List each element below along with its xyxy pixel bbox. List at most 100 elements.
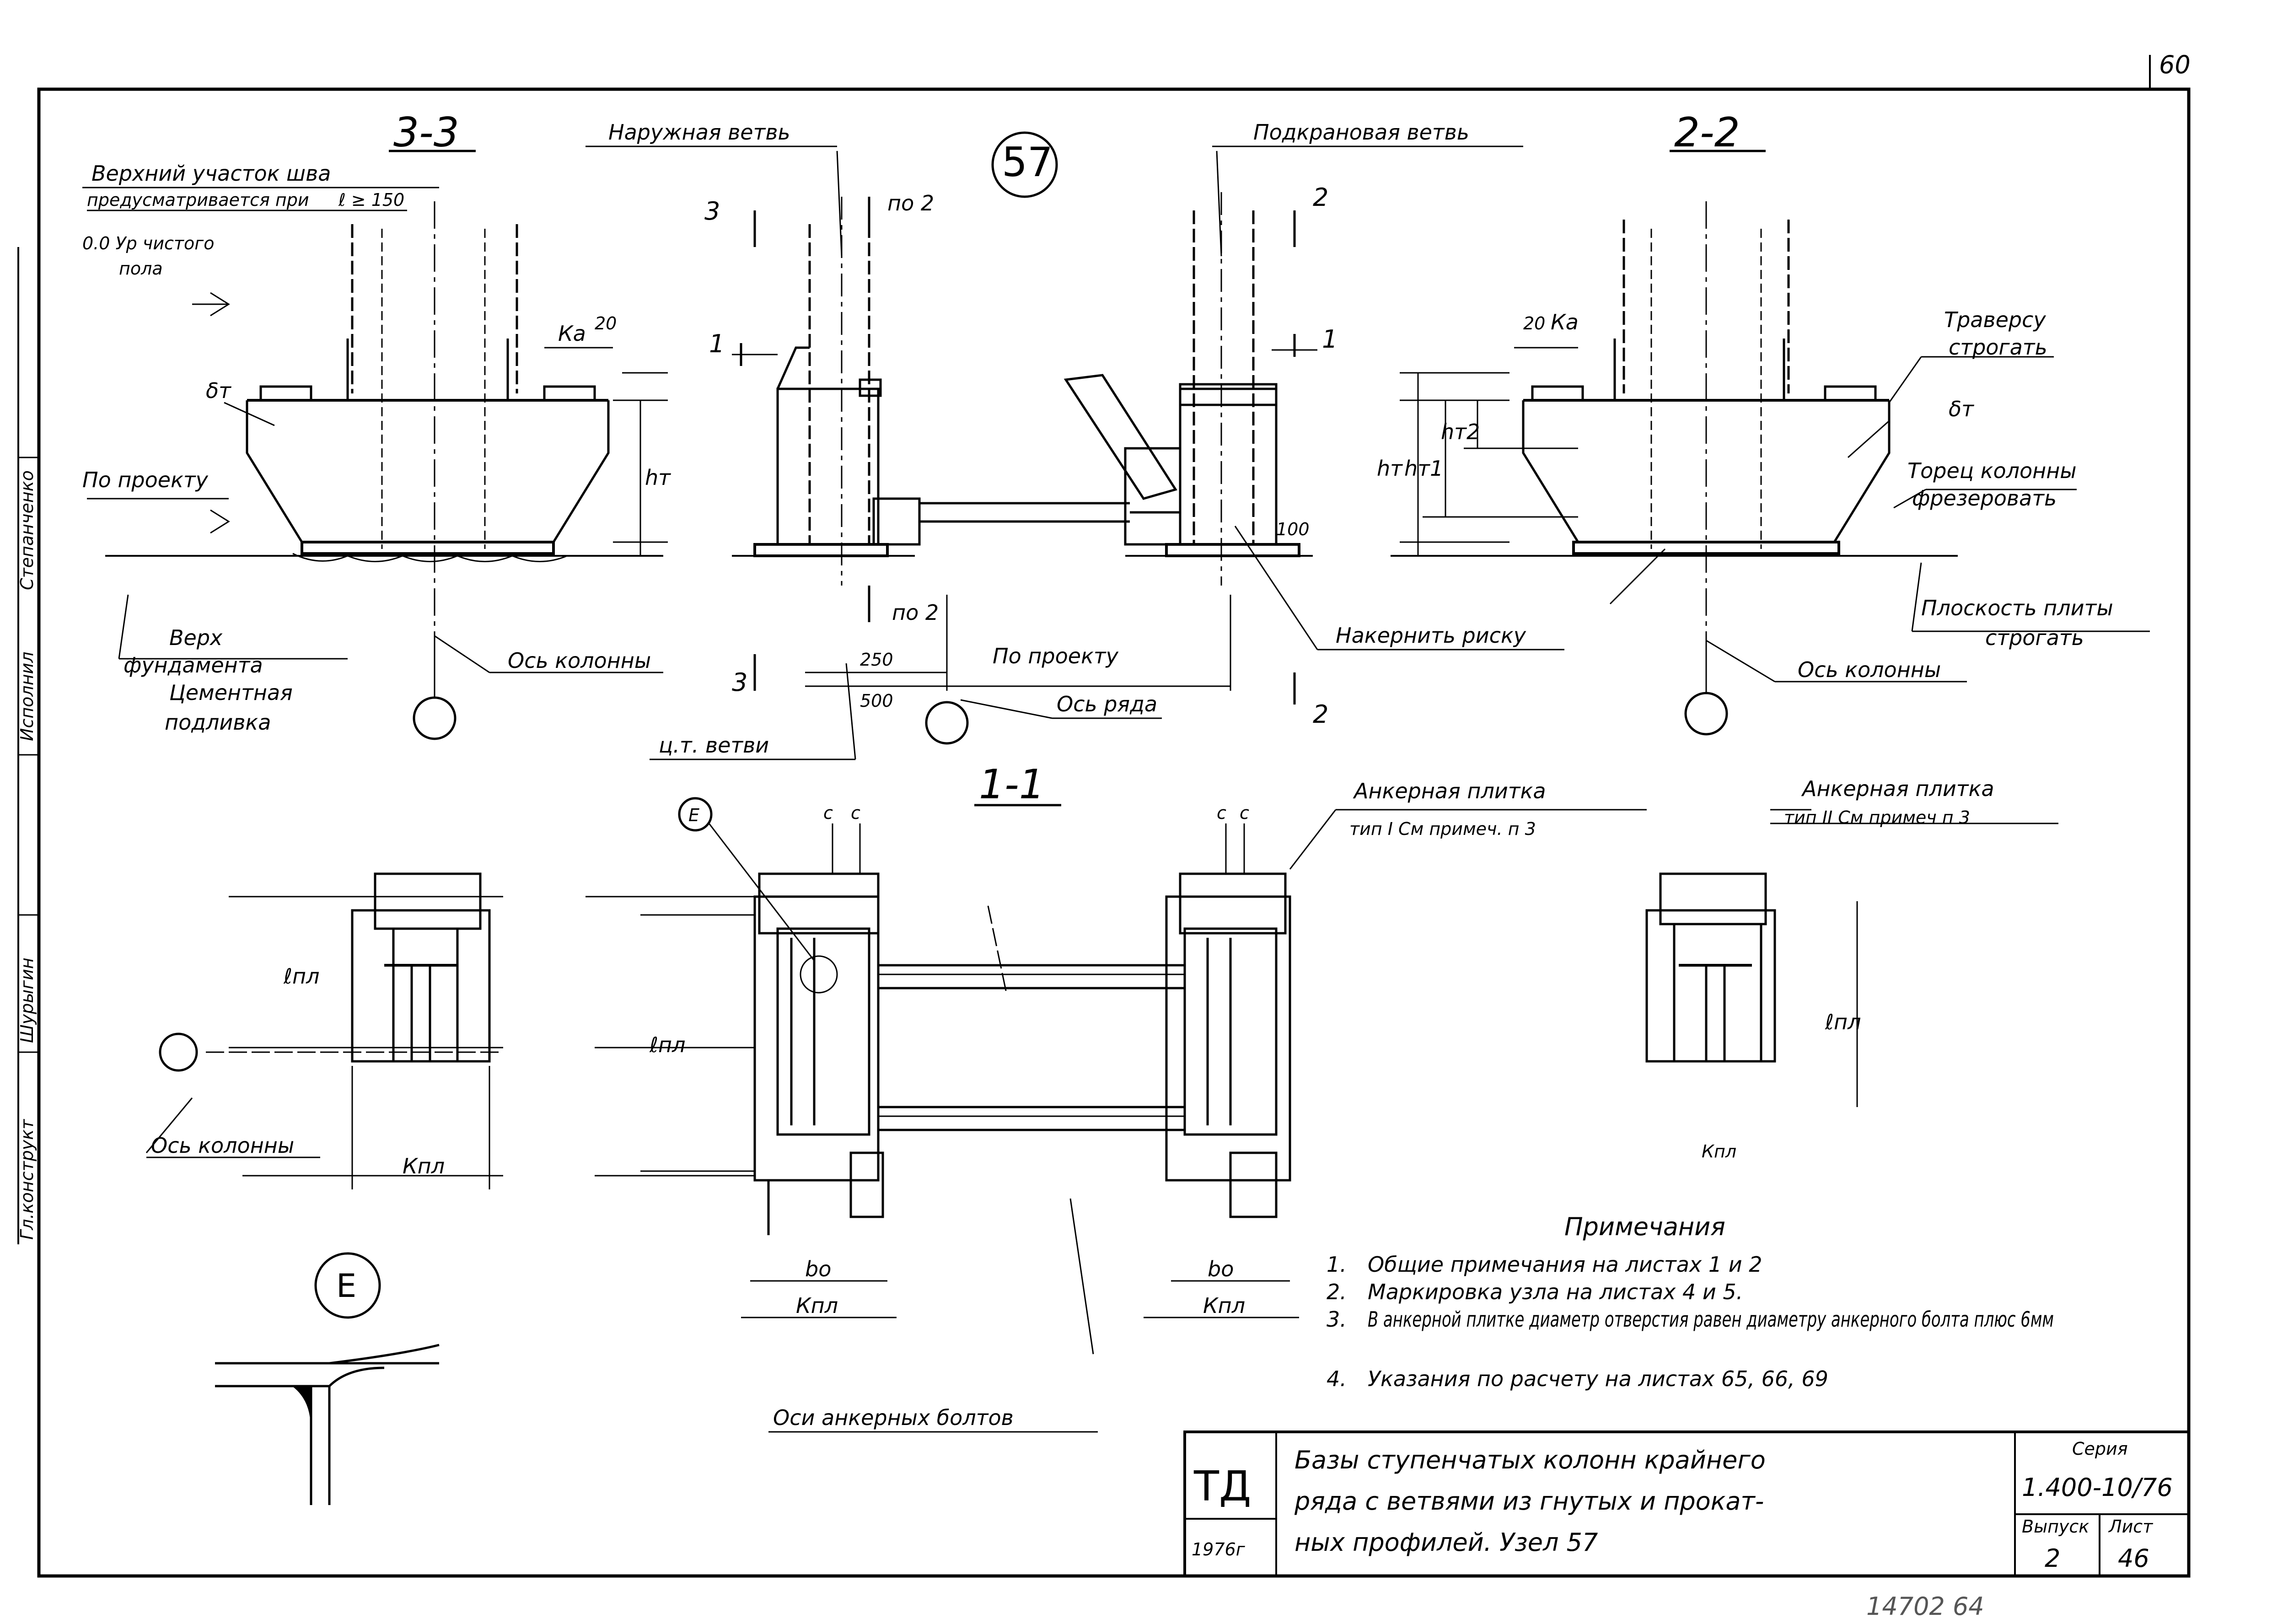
c-dims-3: c	[1217, 803, 1226, 823]
tb-title-1: Базы ступенчатых колонн крайнего	[1295, 1446, 1766, 1474]
stamp-name-1: Шурыгин	[17, 957, 37, 1043]
c-dims-1: c	[823, 803, 833, 823]
punch-mark-label: Накернить риску	[1336, 623, 1526, 648]
anchor-axes-label: Оси анкерных болтов	[773, 1405, 1014, 1430]
note-3: В анкерной плитке диаметр отверстия раве…	[1368, 1307, 2054, 1332]
note-4-num: 4.	[1327, 1366, 1347, 1391]
bo-c1: bо	[805, 1257, 831, 1281]
notes-title: Примечания	[1564, 1212, 1725, 1241]
c-dims-2: c	[851, 803, 860, 823]
page-number: 60	[2159, 50, 2191, 79]
tb-issue-label: Выпуск	[2022, 1516, 2089, 1537]
column-axis-2: Ось колонны	[1798, 657, 1941, 682]
sec1-marker-right: 1	[1322, 325, 1338, 354]
section-2-2	[1391, 150, 2150, 736]
crane-branch-label: Подкрановая ветвь	[1253, 120, 1469, 145]
note-1: Общие примечания на листах 1 и 2	[1368, 1252, 1762, 1277]
foundation-top-2: фундамента	[124, 653, 263, 678]
sec3-marker-top: 3	[704, 197, 720, 226]
detail-E-label: E	[336, 1267, 356, 1305]
ht-left: hт	[645, 465, 671, 490]
tb-title-2: ряда с ветвями из гнутых и прокат-	[1294, 1487, 1764, 1516]
tb-series: 1.400-10/76	[2022, 1473, 2173, 1502]
sheet-frame	[37, 87, 2191, 1578]
tb-sheet-label: Лист	[2108, 1516, 2154, 1537]
ht-right: hт	[1377, 456, 1403, 481]
by-project-left: По проекту	[82, 468, 209, 492]
column-axis-3: Ось колонны	[151, 1133, 294, 1158]
Kpl-c2: Кпл	[1203, 1293, 1245, 1318]
node-number: 57	[1002, 139, 1053, 186]
note-4: Указания по расчету на листах 65, 66, 69	[1368, 1366, 1828, 1391]
top-seam-label-2: предусматривается при	[87, 190, 309, 210]
po2-top: по 2	[887, 191, 934, 215]
section-1-1	[145, 797, 2058, 1433]
tb-sheet: 46	[2118, 1544, 2149, 1573]
Kpl-right: Кпл	[1702, 1141, 1736, 1162]
tb-title-3: ных профилей. Узел 57	[1295, 1528, 1598, 1557]
sec3-marker-bottom: 3	[732, 668, 747, 697]
bo-c2: bо	[1208, 1257, 1234, 1281]
node-circle	[991, 131, 1058, 198]
ht1-right: hт1	[1404, 456, 1443, 481]
anchor-type-1: тип I См примеч. п 3	[1349, 819, 1536, 839]
note-1-num: 1.	[1327, 1252, 1347, 1277]
td-mark: ТД	[1193, 1463, 1251, 1511]
sec2-marker-top: 2	[1313, 183, 1328, 212]
branch-cg-label: ц.т. ветви	[659, 733, 769, 758]
plate-plane-1: Плоскость плиты	[1921, 596, 2113, 620]
section-1-1-title: 1-1	[979, 761, 1045, 808]
lpl-left: ℓпл	[283, 964, 319, 989]
Kpl-left: Кпл	[403, 1154, 445, 1178]
c-dims-4: c	[1240, 803, 1249, 823]
column-end-1: Торец колонны	[1907, 458, 2077, 483]
cement-1: Цементная	[169, 680, 293, 705]
elevation-node-57	[586, 131, 1564, 760]
dim-250: 250	[860, 650, 893, 670]
column-axis-1: Ось колонны	[508, 648, 651, 673]
lpl-center: ℓпл	[649, 1032, 685, 1057]
traverse-2: строгать	[1949, 335, 2047, 360]
E-ref-label: E	[688, 805, 699, 825]
note-2: Маркировка узла на листах 4 и 5.	[1368, 1280, 1743, 1304]
po2-bottom: по 2	[892, 600, 939, 625]
sec2-marker-bottom: 2	[1313, 700, 1328, 729]
outer-branch-label: Наружная ветвь	[608, 120, 790, 145]
section-2-2-title: 2-2	[1674, 109, 1740, 156]
Ka-left: Ка	[558, 321, 586, 346]
dt-left: δт	[206, 378, 231, 403]
tb-series-label: Серия	[2072, 1439, 2128, 1459]
traverse-1: Траверсу	[1944, 307, 2046, 332]
sec1-marker-left: 1	[709, 329, 725, 358]
foundation-top-1: Верх	[169, 625, 223, 650]
anchor-plate-1: Анкерная плитка	[1353, 779, 1546, 803]
d20-right: 20	[1523, 313, 1545, 333]
d20-left: 20	[595, 313, 617, 333]
tb-year: 1976г	[1192, 1539, 1246, 1559]
section-3-3	[82, 150, 668, 740]
Ka-right: Ка	[1551, 310, 1579, 334]
anchor-plate-2: Анкерная плитка	[1801, 776, 1994, 801]
tb-issue: 2	[2045, 1544, 2060, 1573]
detail-E	[215, 1252, 440, 1505]
section-3-3-title: 3-3	[393, 109, 459, 156]
footer-code: 14702 64	[1866, 1592, 1984, 1621]
anchor-type-2: тип II См примеч п 3	[1784, 807, 1970, 828]
dim-500: 500	[860, 691, 893, 711]
top-seam-cond: ℓ ≥ 150	[338, 190, 404, 210]
stamp-gl-konstr: Гл.конструкт	[17, 1119, 37, 1240]
column-end-2: фрезеровать	[1912, 486, 2057, 511]
stamp-name-2: Степанченко	[17, 470, 37, 590]
stamp-ispolnil: Исполнил	[17, 651, 37, 741]
title-block	[1183, 1430, 2190, 1577]
row-axis-label: Ось ряда	[1057, 692, 1157, 716]
Kpl-c1: Кпл	[796, 1293, 838, 1318]
note-2-num: 2.	[1327, 1280, 1347, 1304]
dt-right: δт	[1949, 397, 1974, 421]
floor-level-1: 0.0 Ур чистого	[82, 233, 215, 253]
by-project-center: По проекту	[993, 644, 1119, 668]
note-3-num: 3.	[1327, 1307, 1347, 1332]
lpl-right: ℓпл	[1825, 1010, 1861, 1034]
top-seam-label: Верхний участок шва	[91, 161, 331, 186]
